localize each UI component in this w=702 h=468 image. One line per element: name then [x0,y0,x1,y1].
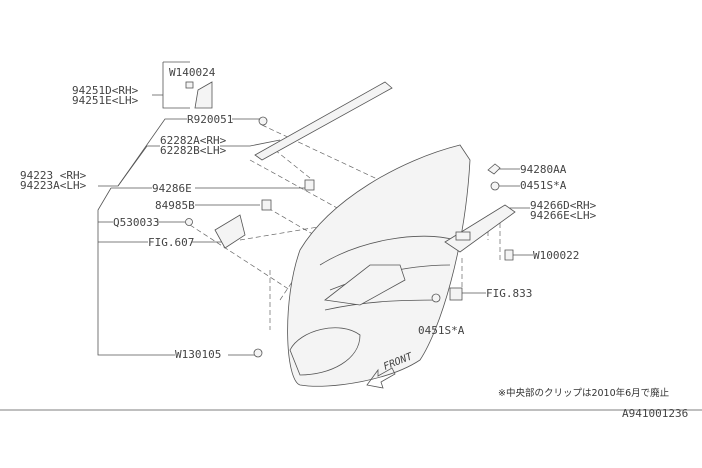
small-parts [185,81,516,358]
label-94266e: 94266E<LH> [530,209,597,222]
label-94251e: 94251E<LH> [72,94,139,107]
label-w140024: W140024 [169,66,216,79]
label-62282b: 62282B<LH> [160,144,227,157]
label-r920051: R920051 [187,113,233,126]
diagram-id: A941001236 [622,407,688,420]
leader-lines [0,61,702,411]
label-94286e: 94286E [152,182,192,195]
label-94280aa: 94280AA [520,163,567,176]
label-84985b: 84985B [155,199,195,212]
label-w100022: W100022 [533,249,579,262]
label-62282a: 62282A<RH> [160,134,227,147]
label-0451s-top: 0451S*A [520,179,567,192]
label-fig833: FIG.833 [486,287,532,300]
label-0451s-bottom: 0451S*A [418,324,465,337]
front-arrow-icon [366,367,396,389]
label-94223a: 94223A<LH> [20,179,87,192]
label-w130105: W130105 [175,348,221,361]
label-94266d: 94266D<RH> [530,199,597,212]
label-94223: 94223 <RH> [20,169,87,182]
weatherstrip [254,81,393,161]
door-trim-panel [287,144,471,387]
label-94251d: 94251D<RH> [72,84,139,97]
label-q530033: Q530033 [113,216,159,229]
label-fig607: FIG.607 [148,236,194,249]
discontinuation-note: ※中央部のクリップは2010年6月で廃止 [498,387,670,399]
